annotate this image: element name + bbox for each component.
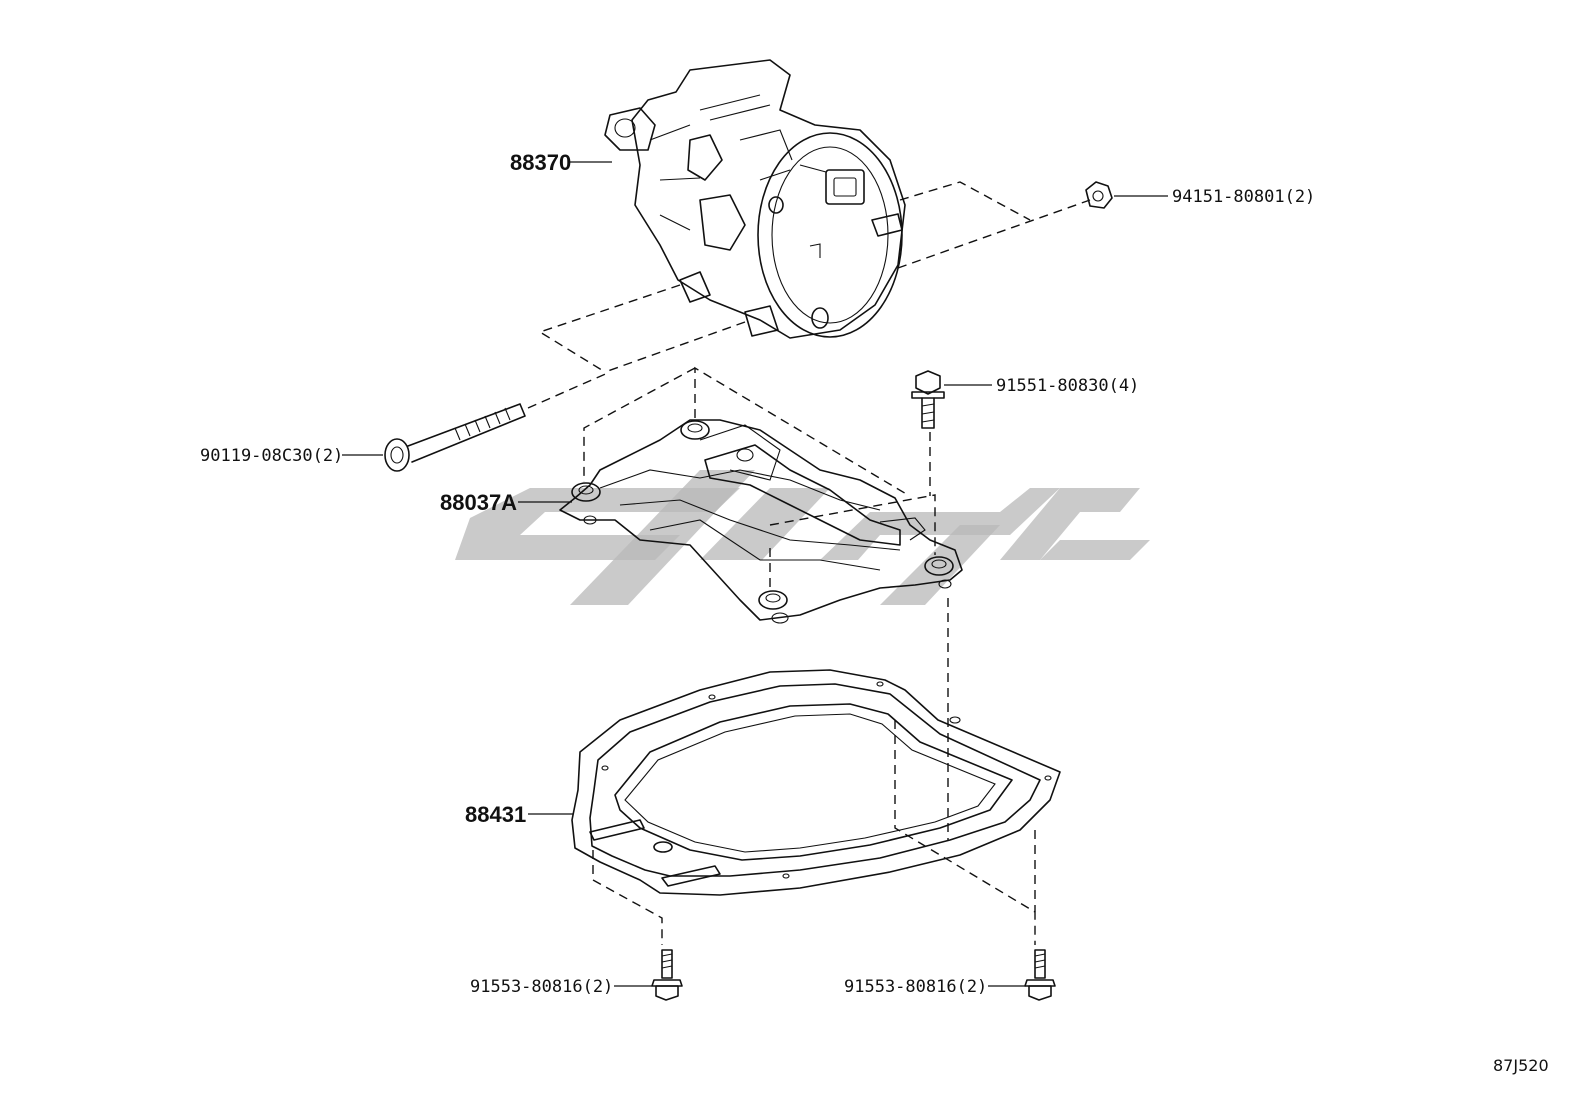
leader-lines (342, 161, 1168, 987)
bolt-left-drawing (651, 949, 683, 1001)
callout-88431: 88431 (465, 802, 526, 827)
bolt-right-drawing (1024, 949, 1056, 1001)
compressor-drawing (604, 59, 906, 339)
watermark-logo (455, 470, 1150, 605)
callout-91553-80816-left: 91553-80816(2) (470, 977, 613, 997)
callout-91553-80816-right: 91553-80816(2) (844, 977, 987, 997)
bracket-drawing (559, 419, 963, 624)
compressor-mount-lines (538, 181, 1091, 373)
callout-88370: 88370 (510, 150, 571, 175)
insulator-mount-lines (592, 720, 1036, 945)
drawing-code: 87J520 (1493, 1056, 1549, 1075)
callout-94151-80801: 94151-80801(2) (1172, 187, 1315, 207)
callout-90119-08c30: 90119-08C30(2) (200, 446, 343, 466)
bracket-mount-lines (583, 366, 949, 840)
callout-88037a: 88037A (440, 490, 517, 515)
callout-91551-80830: 91551-80830(4) (996, 376, 1139, 396)
nut-drawing (1085, 181, 1113, 209)
flange-bolt-drawing (911, 370, 945, 429)
insulator-drawing (571, 669, 1061, 896)
long-bolt-drawing (384, 371, 611, 472)
